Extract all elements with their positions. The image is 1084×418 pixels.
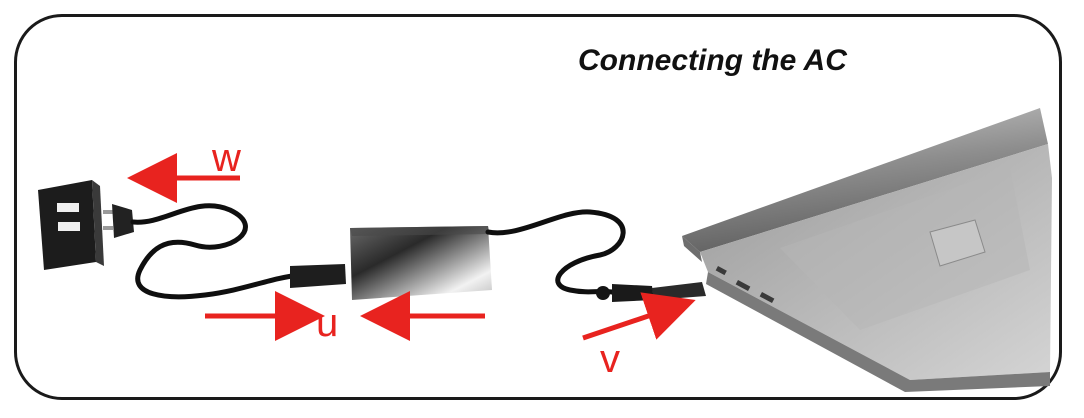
diagram-title: Connecting the AC bbox=[578, 44, 847, 77]
label-u: u bbox=[316, 301, 339, 345]
plug-icon bbox=[103, 204, 134, 238]
ac-adapter-icon bbox=[350, 226, 492, 300]
adapter-connector bbox=[290, 264, 346, 288]
label-w: w bbox=[212, 136, 241, 180]
arrow-v bbox=[582, 292, 696, 341]
wall-outlet-icon bbox=[38, 180, 104, 270]
label-v: v bbox=[600, 337, 620, 381]
laptop-icon bbox=[682, 108, 1052, 392]
dc-plug bbox=[612, 284, 654, 302]
dc-cord bbox=[485, 209, 626, 295]
power-cord bbox=[130, 203, 303, 300]
